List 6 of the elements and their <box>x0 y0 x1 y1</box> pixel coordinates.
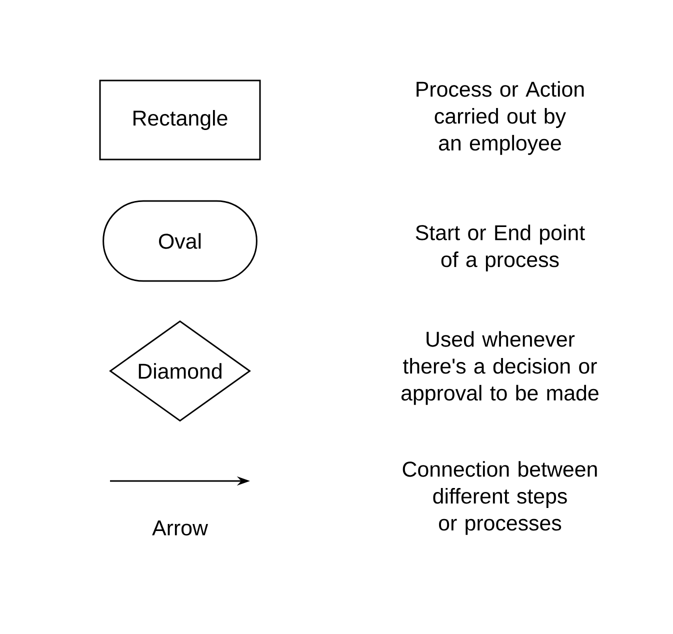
arrow-caption: Arrow <box>152 520 208 536</box>
description-text: Process or Action carried out by an employee <box>416 81 584 155</box>
description-text: Start or End point of a process <box>416 224 585 272</box>
description-text: Connection between different steps or processes <box>402 461 597 535</box>
description-text: Used whenever there's a decision or approval to be made <box>401 331 598 405</box>
rectangle-box: Rectangle <box>99 80 261 160</box>
